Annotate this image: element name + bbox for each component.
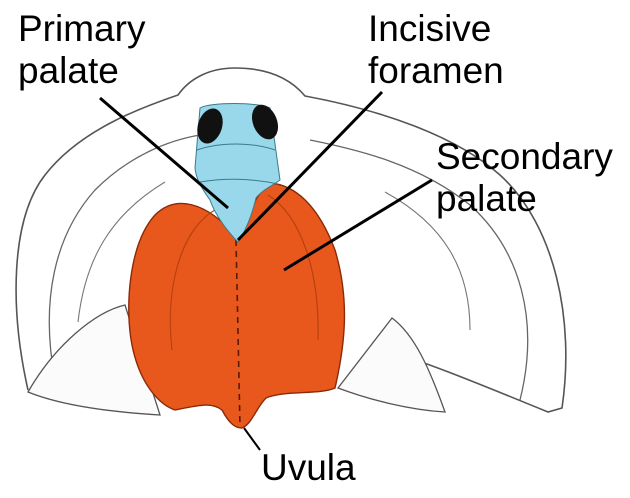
uvula-label: Uvula	[261, 447, 356, 489]
incisive-foramen-label-line1: Incisive	[368, 8, 504, 50]
primary-palate-label-line1: Primary	[18, 8, 145, 50]
primary-palate-label-line2: palate	[18, 50, 145, 92]
secondary-palate-label-line2: palate	[436, 178, 613, 220]
incisive-foramen-label: Incisive foramen	[368, 8, 504, 92]
secondary-palate-label: Secondary palate	[436, 136, 613, 220]
uvula-leader	[244, 428, 260, 450]
primary-palate-label: Primary palate	[18, 8, 145, 92]
incisive-foramen-label-line2: foramen	[368, 50, 504, 92]
secondary-palate-label-line1: Secondary	[436, 136, 613, 178]
